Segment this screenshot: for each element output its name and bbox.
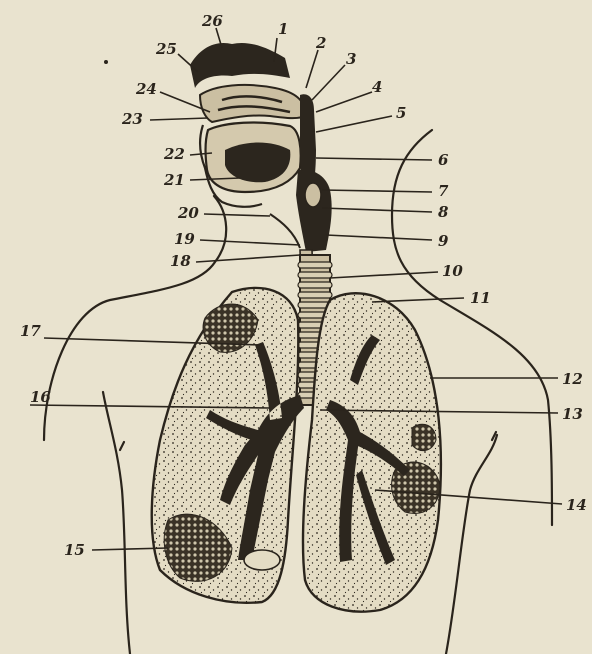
label-19: 19	[174, 230, 195, 248]
label-21: 21	[163, 171, 185, 189]
label-16: 16	[30, 388, 51, 406]
label-17: 17	[20, 322, 41, 340]
label-24: 24	[135, 80, 157, 98]
label-10: 10	[442, 262, 463, 280]
speck	[104, 60, 108, 64]
nasal-cavity	[200, 85, 306, 122]
vocal-fold	[305, 183, 321, 207]
label-3: 3	[346, 50, 356, 68]
trachea-ring	[298, 272, 332, 278]
label-25: 25	[155, 40, 177, 58]
larynx	[296, 170, 332, 252]
label-12: 12	[562, 370, 583, 388]
label-5: 5	[396, 104, 406, 122]
label-4: 4	[372, 78, 382, 96]
trachea-ring	[298, 292, 332, 298]
label-7: 7	[438, 182, 449, 200]
label-22: 22	[163, 145, 185, 163]
label-14: 14	[566, 496, 587, 514]
trachea-ring	[298, 262, 332, 268]
trachea-ring	[298, 282, 332, 288]
left-lung-alveoli-upper	[412, 424, 436, 450]
label-23: 23	[121, 110, 143, 128]
label-2: 2	[315, 34, 326, 52]
epiglottis	[270, 214, 300, 248]
label-1: 1	[278, 20, 288, 38]
label-13: 13	[562, 405, 583, 423]
label-18: 18	[170, 252, 191, 270]
left-lung	[303, 293, 441, 611]
right-lung-cavity	[244, 550, 280, 570]
label-8: 8	[438, 203, 449, 221]
label-26: 26	[201, 12, 223, 30]
label-9: 9	[438, 232, 449, 250]
right-lung	[152, 288, 304, 603]
label-15: 15	[64, 541, 85, 559]
label-11: 11	[470, 289, 491, 307]
label-20: 20	[177, 204, 199, 222]
label-6: 6	[438, 151, 449, 169]
